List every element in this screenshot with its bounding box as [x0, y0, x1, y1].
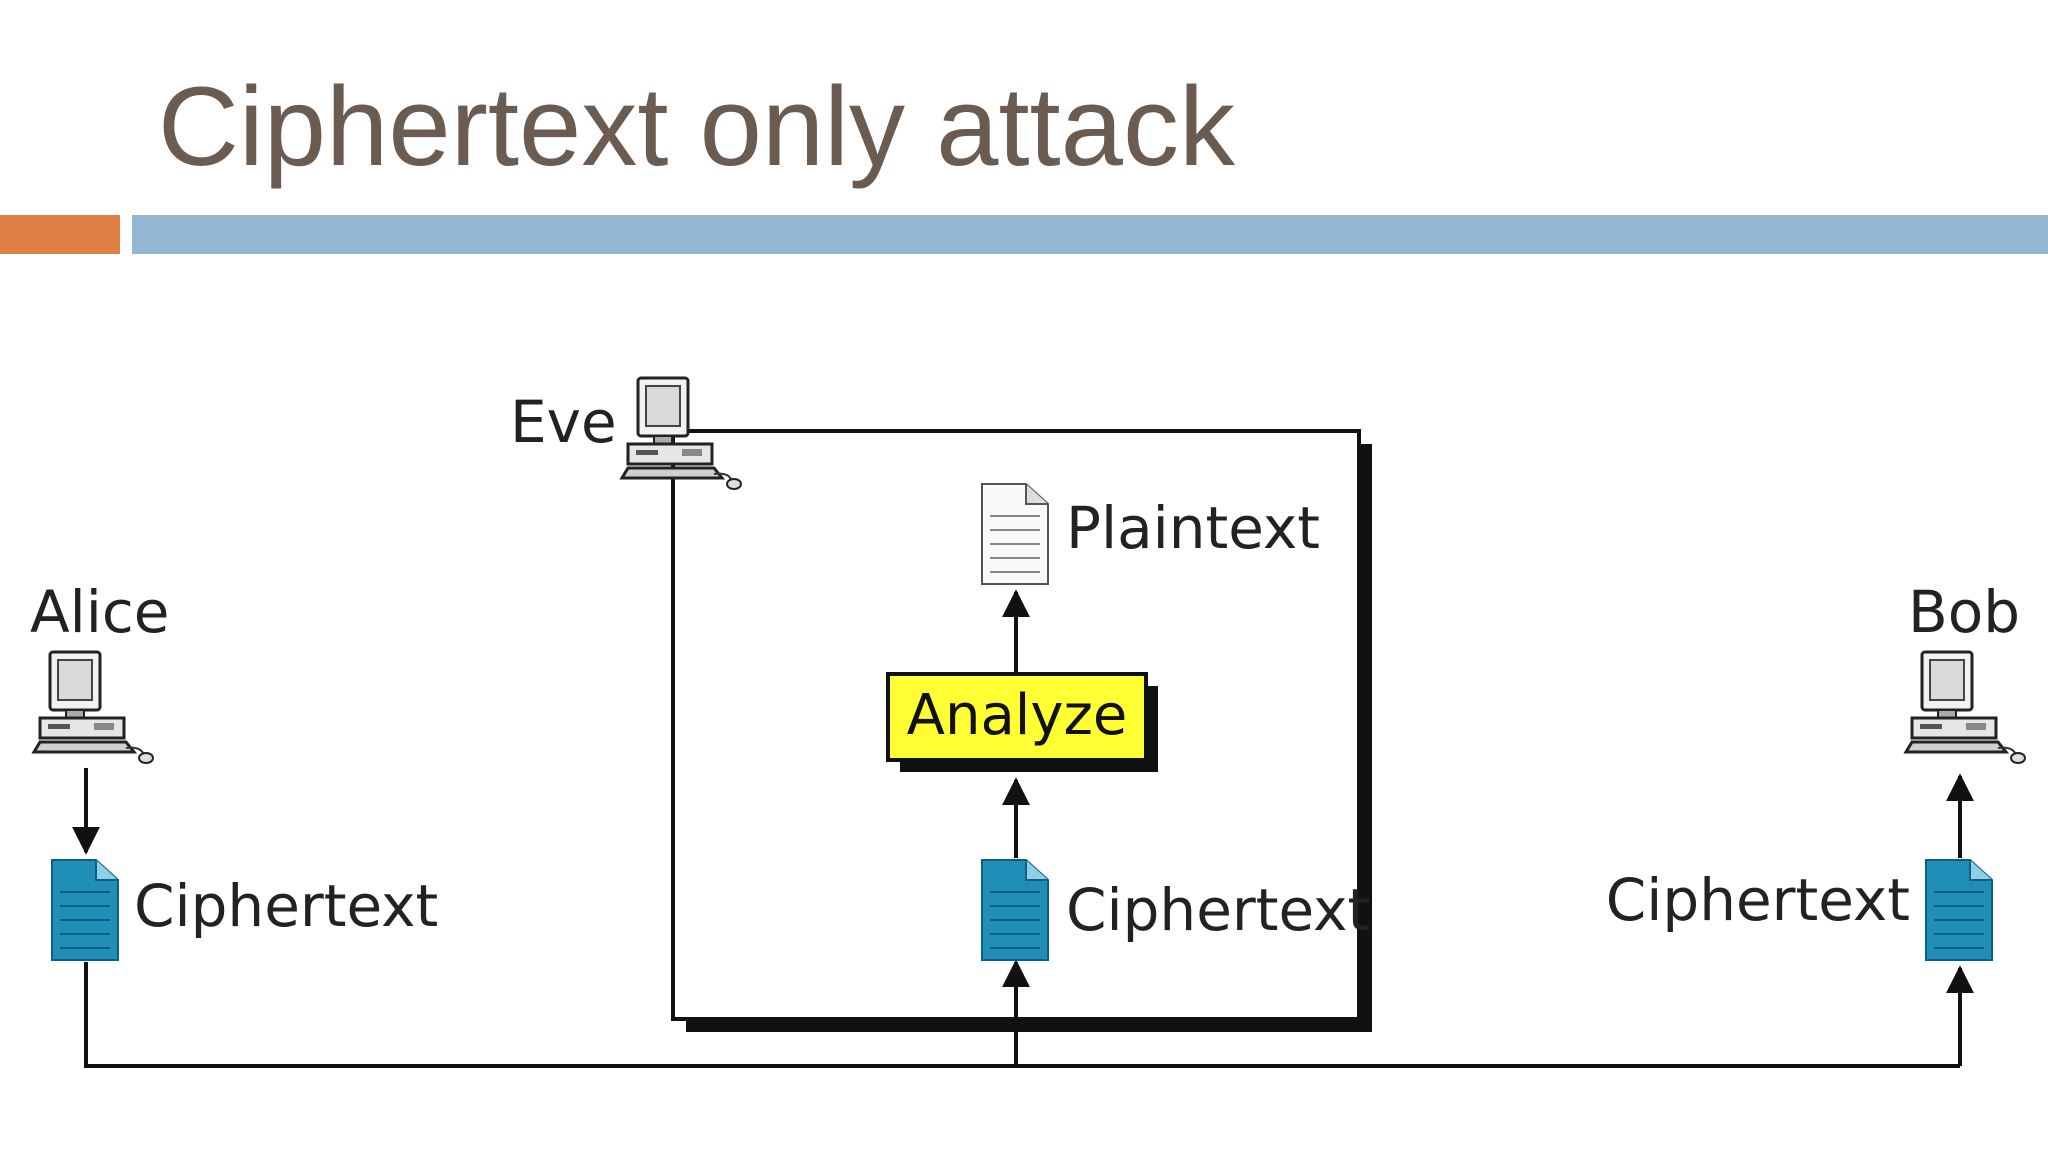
plaintext-label: Plaintext	[1066, 494, 1320, 562]
channel-line	[84, 962, 1960, 1068]
accent-bar-orange	[0, 215, 120, 254]
analyze-label: Analyze	[907, 683, 1128, 748]
analyze-box	[886, 672, 1148, 762]
accent-bar-blue	[132, 215, 2048, 254]
eve-label: Eve	[510, 388, 617, 456]
alice-ciphertext-label: Ciphertext	[134, 872, 438, 940]
bob-ciphertext-label: Ciphertext	[1606, 866, 1910, 934]
page-title: Ciphertext only attack	[158, 64, 1235, 189]
bob-computer-icon	[1904, 650, 2027, 765]
plaintext-document-icon	[981, 483, 1049, 585]
eve-ciphertext-document-icon	[981, 859, 1049, 961]
bob-label: Bob	[1908, 578, 2020, 646]
alice-label: Alice	[30, 578, 169, 646]
alice-computer-icon	[32, 650, 155, 765]
eve-ciphertext-label: Ciphertext	[1066, 876, 1370, 944]
bob-ciphertext-document-icon	[1925, 859, 1993, 961]
alice-ciphertext-document-icon	[51, 859, 119, 961]
